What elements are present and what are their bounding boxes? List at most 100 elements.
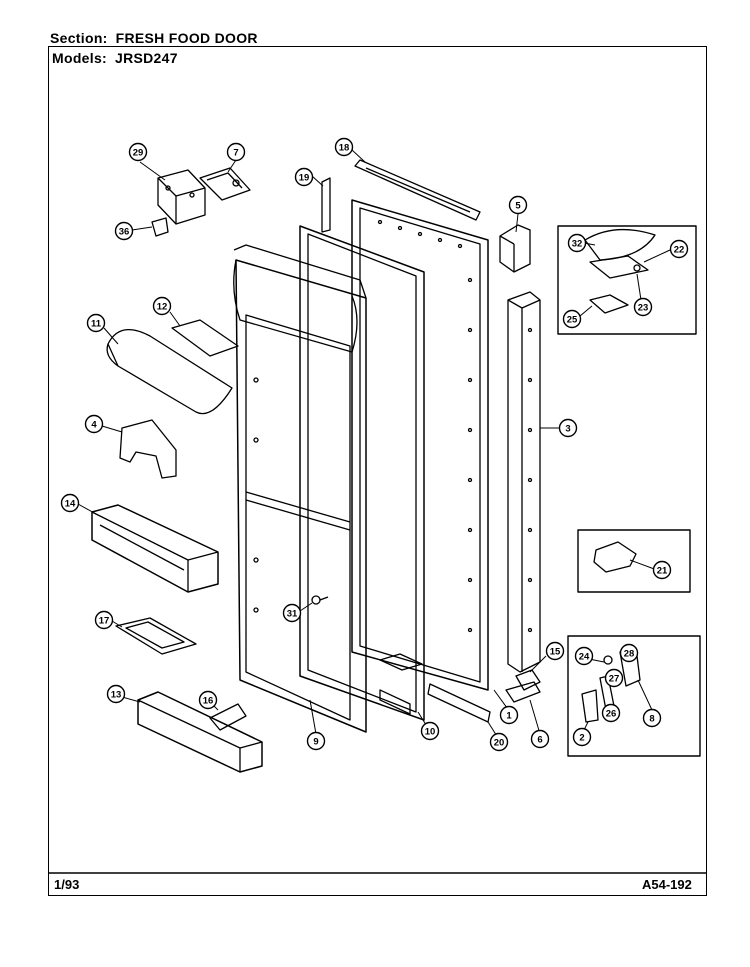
callout-circle (499, 705, 519, 725)
part-13-shelf (137, 691, 263, 773)
callout-29: 29 (128, 142, 148, 162)
callout-number: 23 (638, 303, 649, 314)
callout-circle (60, 493, 80, 513)
callout-16: 16 (198, 690, 218, 710)
callout-number: 19 (299, 173, 310, 184)
part-2-plate (581, 689, 599, 723)
callout-circle (94, 610, 114, 630)
models-value: JRSD247 (115, 50, 178, 66)
callout-number: 14 (65, 499, 76, 510)
callout-1: 1 (499, 705, 519, 725)
callout-number: 24 (579, 652, 590, 663)
callout-number: 25 (567, 315, 578, 326)
section-label: Section: (50, 30, 108, 46)
part-4-bracket (119, 419, 177, 479)
callout-17: 17 (94, 610, 114, 630)
diagram-frame (48, 46, 707, 896)
callout-circle (669, 239, 689, 259)
callout-8: 8 (642, 708, 662, 728)
callout-20: 20 (489, 732, 509, 752)
section-value: FRESH FOOD DOOR (115, 30, 258, 46)
part-10-gasket (299, 225, 425, 721)
models-label: Models: (52, 50, 107, 66)
part-12-cover (171, 319, 239, 357)
callout-circle (572, 727, 592, 747)
callout-circle (106, 684, 126, 704)
callout-12: 12 (152, 296, 172, 316)
part-16-cap (209, 703, 247, 731)
callout-circle (545, 641, 565, 661)
callout-circle (652, 560, 672, 580)
callout-number: 18 (339, 143, 350, 154)
callout-circle (633, 297, 653, 317)
callout-13: 13 (106, 684, 126, 704)
callout-number: 4 (91, 420, 97, 431)
section-header: Section: FRESH FOOD DOOR (50, 30, 258, 46)
callout-26: 26 (601, 703, 621, 723)
callout-9: 9 (306, 731, 326, 751)
part-9-liner (233, 244, 367, 733)
callout-circle (567, 233, 587, 253)
part-11-cover (106, 328, 233, 415)
callout-number: 36 (119, 227, 130, 238)
part-3-hinge-bar (507, 291, 541, 673)
callout-circle (619, 643, 639, 663)
part-18-strip (354, 159, 481, 221)
callout-circle (226, 142, 246, 162)
callout-4: 4 (84, 414, 104, 434)
callout-15: 15 (545, 641, 565, 661)
callout-circle (198, 690, 218, 710)
callout-number: 22 (674, 245, 685, 256)
part-21-clip (593, 541, 637, 573)
callout-circle (604, 668, 624, 688)
callout-circle (282, 603, 302, 623)
callout-circle (530, 729, 550, 749)
callout-number: 28 (624, 649, 635, 660)
callout-2: 2 (572, 727, 592, 747)
callout-3: 3 (558, 418, 578, 438)
part-6-lower-hinge (505, 681, 541, 703)
callout-number: 8 (649, 714, 654, 725)
footer-page-code: A54-192 (642, 877, 692, 892)
callout-27: 27 (604, 668, 624, 688)
part-5-hinge-cover (499, 224, 531, 273)
callout-18: 18 (334, 137, 354, 157)
callout-21: 21 (652, 560, 672, 580)
callout-circle (114, 221, 134, 241)
inset-box-21 (577, 529, 691, 593)
callout-number: 17 (99, 616, 110, 627)
callout-circle (86, 313, 106, 333)
callout-number: 26 (606, 709, 617, 720)
part-17-tray (115, 617, 197, 655)
callout-number: 13 (111, 690, 122, 701)
callout-number: 6 (537, 735, 542, 746)
callout-circle (294, 167, 314, 187)
callout-circle (152, 296, 172, 316)
callout-31: 31 (282, 603, 302, 623)
inset-box-hinge (557, 225, 697, 335)
door-outer-panel (351, 199, 489, 691)
part-22-plate (589, 255, 649, 279)
part-20-strip (427, 683, 491, 723)
part-25-bushing (589, 294, 629, 314)
callout-23: 23 (633, 297, 653, 317)
callout-number: 10 (425, 727, 436, 738)
callout-number: 3 (565, 424, 570, 435)
part-29-bracket (157, 169, 206, 225)
callout-circle (508, 195, 528, 215)
callout-5: 5 (508, 195, 528, 215)
callout-number: 20 (494, 738, 505, 749)
callout-circle (84, 414, 104, 434)
callout-number: 9 (313, 737, 318, 748)
callout-6: 6 (530, 729, 550, 749)
part-36-clip (151, 217, 169, 237)
callout-circle (601, 703, 621, 723)
callout-circle (489, 732, 509, 752)
callout-number: 27 (609, 674, 620, 685)
callout-number: 15 (550, 647, 561, 658)
callout-number: 31 (287, 609, 298, 620)
callout-circle (306, 731, 326, 751)
callout-36: 36 (114, 221, 134, 241)
callout-circle (128, 142, 148, 162)
